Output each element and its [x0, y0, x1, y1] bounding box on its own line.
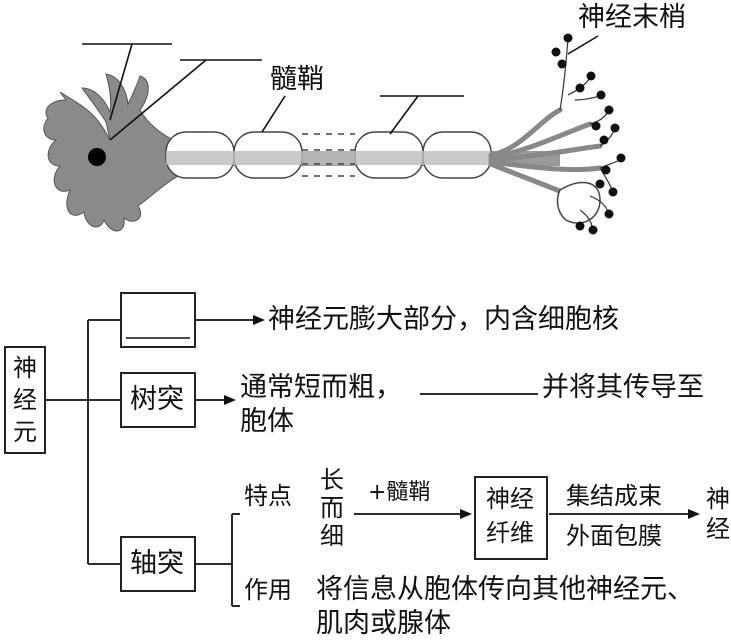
dendrite-description-c: 胞体 — [240, 406, 294, 437]
cell-body-blank — [126, 337, 190, 339]
cell-body-description: 神经元膨大部分，内含细胞核 — [268, 304, 619, 335]
nerve-ending-dots — [551, 33, 626, 235]
nerve-fiber-box — [474, 476, 548, 560]
root-neuron-label: 神经元 — [13, 354, 37, 446]
nerve-fiber-label: 神经纤维 — [486, 485, 534, 547]
axon-label: 轴突 — [130, 548, 184, 579]
cell-body — [43, 73, 191, 232]
dendrite-box — [120, 372, 196, 428]
function-description-a: 将信息从胞体传向其他神经元、 — [316, 574, 694, 605]
axon-terminals — [488, 107, 603, 203]
dendrite-description-b: 并将其传导至 — [542, 372, 704, 403]
bundle-label: 集结成束 — [566, 482, 662, 510]
function-description-b: 肌肉或腺体 — [316, 608, 451, 639]
axon-box — [120, 536, 196, 592]
label-myelin-sheath: 髓鞘 — [270, 64, 324, 95]
long-thin-label: 长而细 — [320, 466, 344, 550]
nucleus — [88, 148, 106, 166]
dendrite-description-a: 通常短而粗， — [240, 372, 402, 403]
outer-membrane-label: 外面包膜 — [566, 522, 662, 550]
feature-label: 特点 — [244, 482, 292, 510]
dendrite-label: 树突 — [130, 384, 184, 415]
nerve-label: 神经 — [706, 485, 730, 543]
function-label: 作用 — [244, 576, 292, 604]
label-nerve-endings: 神经末梢 — [578, 2, 686, 33]
root-neuron-box — [4, 346, 46, 454]
plus-myelin-label: +髓鞘 — [368, 480, 431, 505]
